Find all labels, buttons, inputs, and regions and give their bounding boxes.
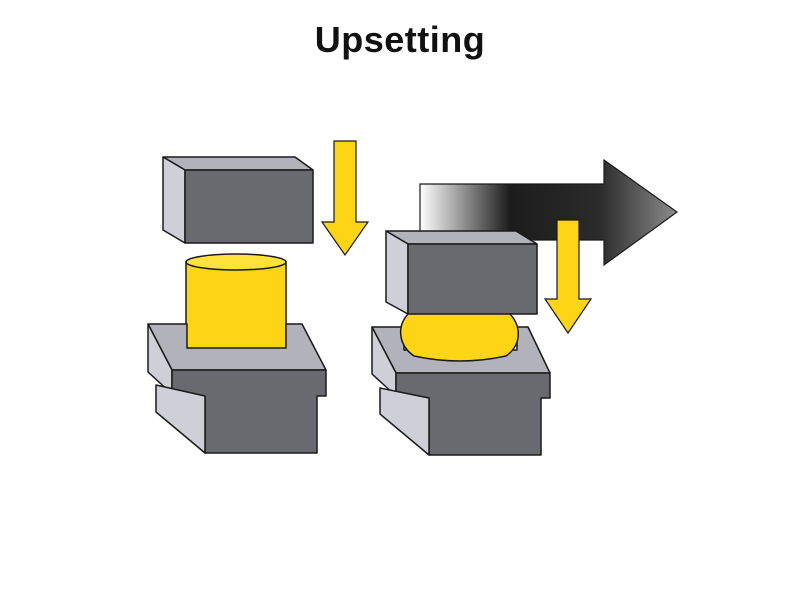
- press-down-arrow-right: [543, 219, 593, 335]
- cylinder-workpiece: [185, 253, 287, 357]
- page-title: Upsetting: [314, 19, 486, 60]
- upper-die-right: [385, 230, 538, 315]
- lower-die-left: [147, 323, 327, 454]
- upper-die-left: [162, 156, 314, 244]
- press-down-arrow-left: [320, 140, 370, 257]
- stage-after: [371, 158, 679, 456]
- bulged-workpiece: [400, 311, 519, 362]
- stage-before: [147, 140, 370, 454]
